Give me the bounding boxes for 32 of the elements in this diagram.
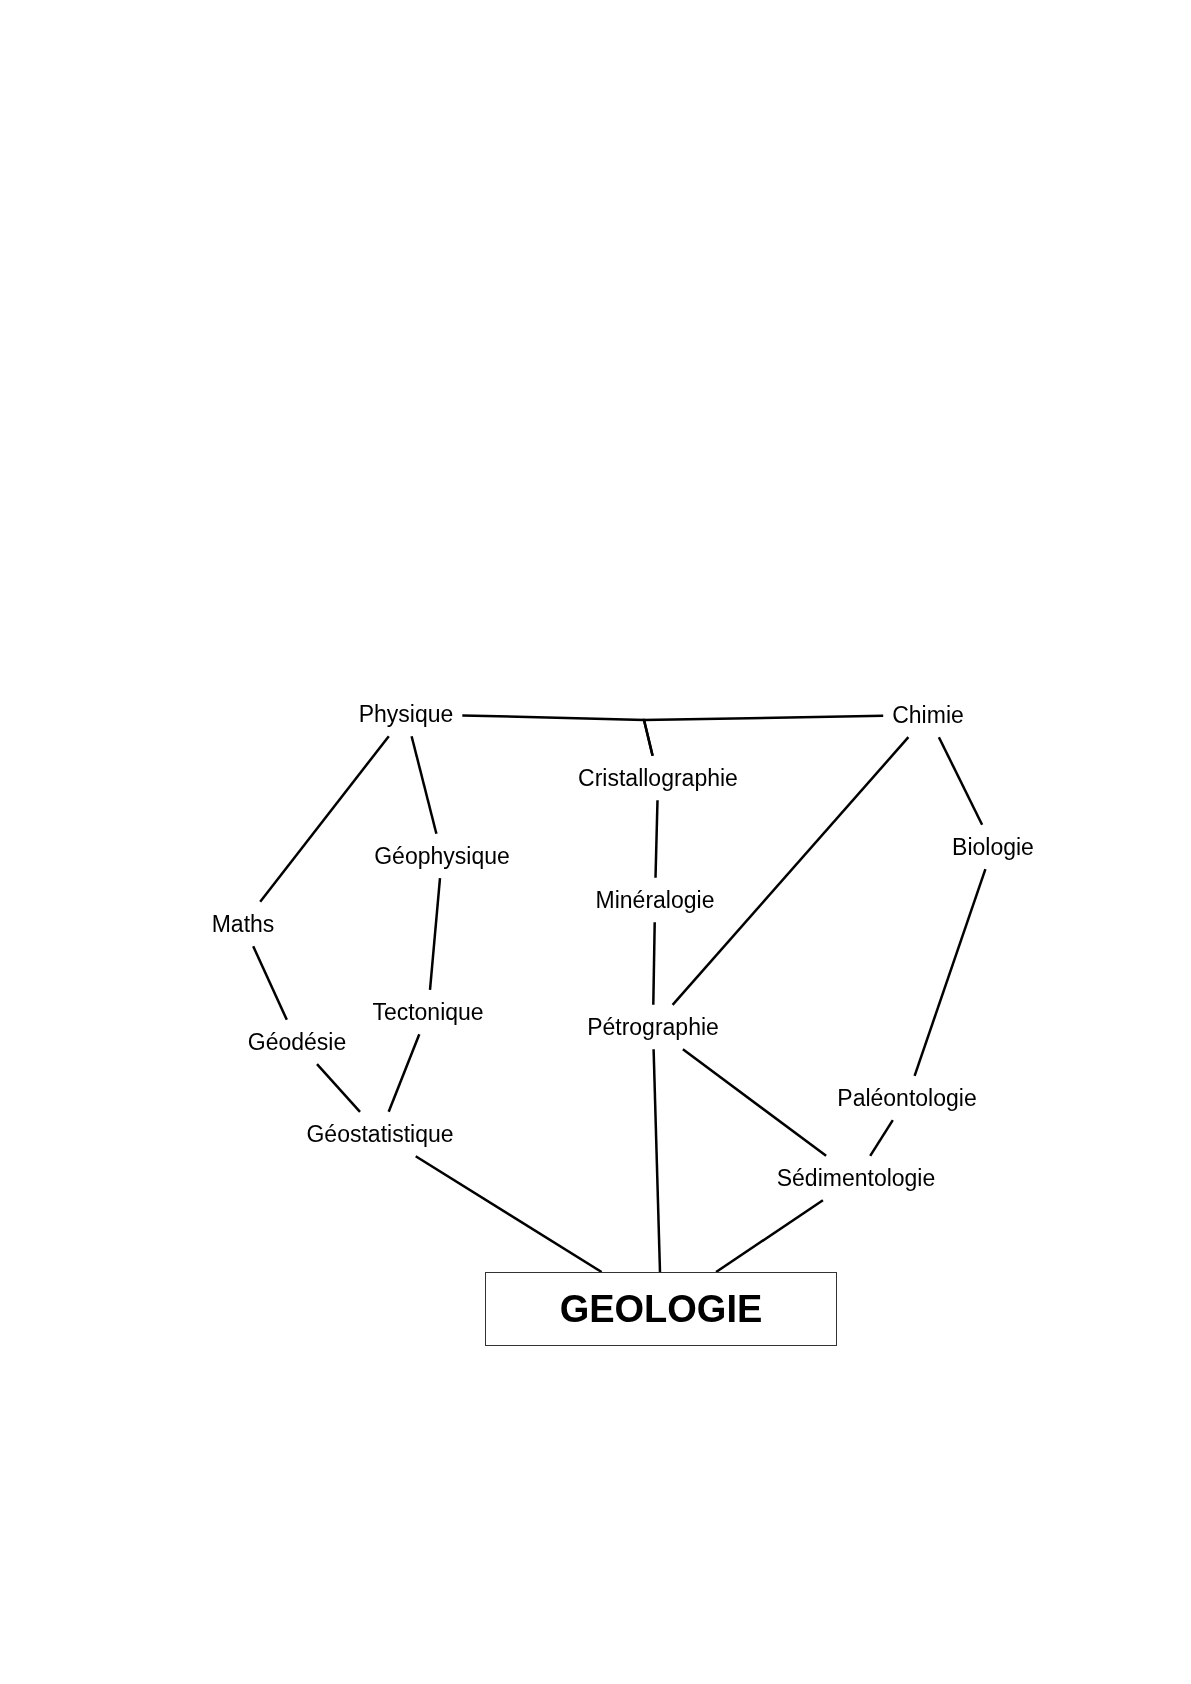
discipline-label: Géophysique bbox=[374, 842, 510, 870]
connector-line bbox=[654, 800, 659, 878]
connector-line bbox=[316, 1063, 361, 1113]
discipline-label: Sédimentologie bbox=[776, 1164, 936, 1192]
connector-line bbox=[259, 735, 390, 903]
discipline-label: Géostatistique bbox=[306, 1120, 454, 1148]
discipline-title: GEOLOGIE bbox=[559, 1287, 763, 1331]
discipline-label: Géodésie bbox=[247, 1028, 347, 1056]
connector-line bbox=[652, 1049, 662, 1273]
discipline-label: Maths bbox=[211, 910, 275, 938]
connector-line bbox=[869, 1119, 894, 1157]
discipline-label: Chimie bbox=[892, 701, 964, 729]
connector-line bbox=[642, 714, 884, 757]
connector-line bbox=[410, 735, 438, 835]
connector-line bbox=[715, 1199, 824, 1274]
discipline-label: Biologie bbox=[952, 833, 1034, 861]
connector-line bbox=[387, 1033, 421, 1113]
discipline-label: Minéralogie bbox=[595, 886, 715, 914]
connector-line bbox=[428, 878, 442, 990]
discipline-label: Paléontologie bbox=[837, 1084, 977, 1112]
title-box bbox=[485, 1272, 837, 1346]
connector-line bbox=[937, 736, 984, 826]
discipline-label: Pétrographie bbox=[587, 1013, 719, 1041]
discipline-label: Physique bbox=[358, 700, 454, 728]
connector-line bbox=[671, 736, 910, 1006]
connector-line bbox=[252, 945, 288, 1021]
connector-line bbox=[652, 922, 656, 1005]
connector-line bbox=[682, 1048, 827, 1157]
connector-line bbox=[913, 868, 987, 1077]
connector-line bbox=[415, 1155, 603, 1274]
discipline-label: Tectonique bbox=[372, 998, 484, 1026]
discipline-label: Cristallographie bbox=[578, 764, 738, 792]
